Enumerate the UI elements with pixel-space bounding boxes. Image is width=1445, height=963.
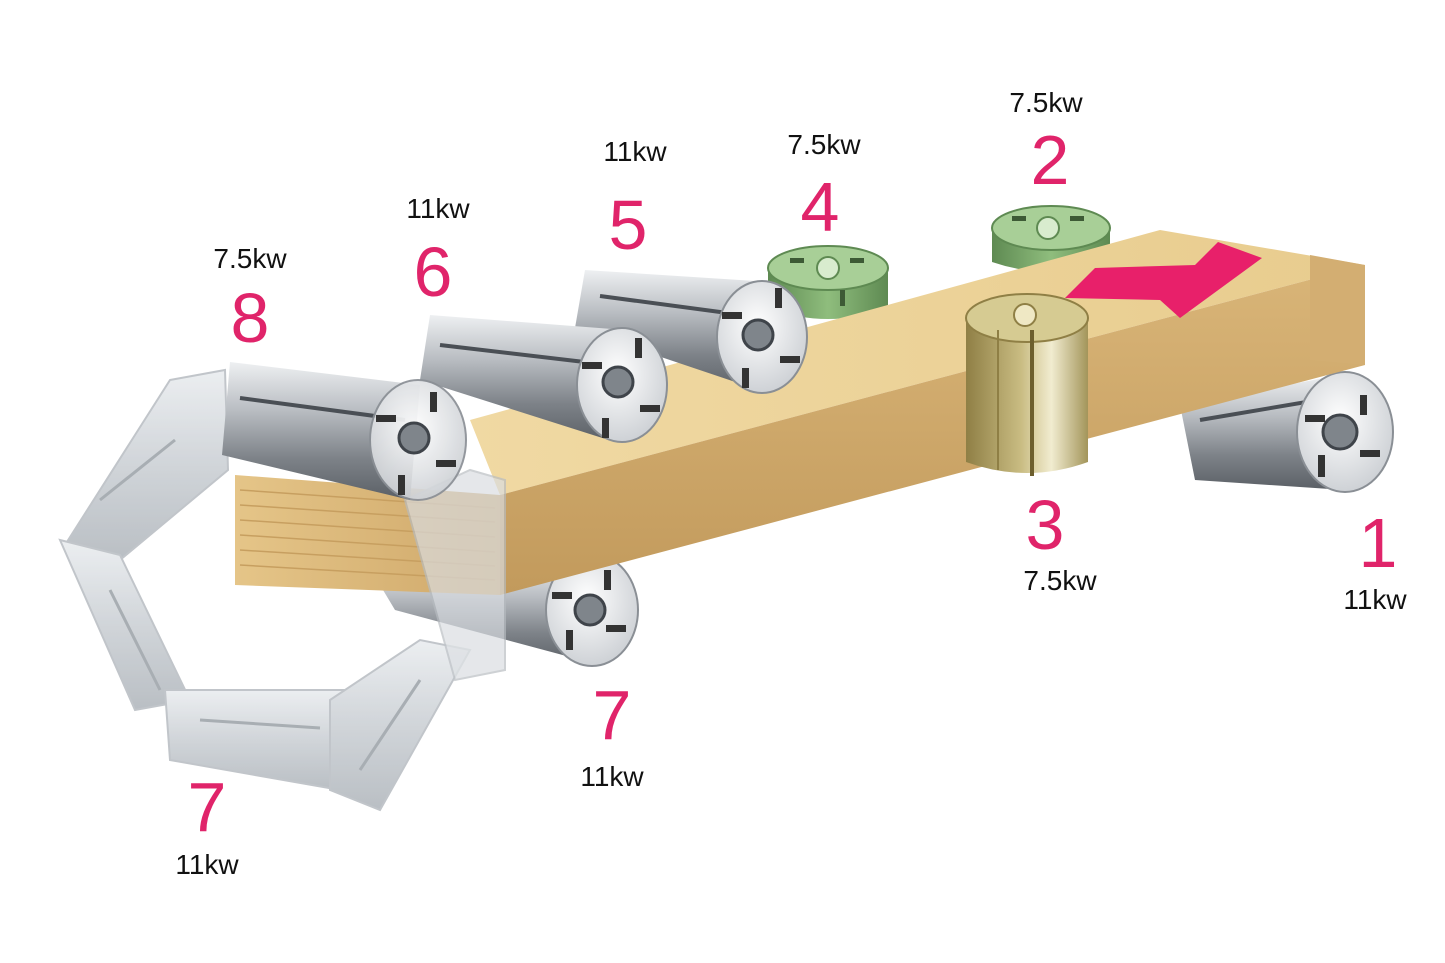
- spindle-1-power: 11kw: [1343, 584, 1407, 615]
- spindle-7-universal-power: 11kw: [175, 849, 239, 880]
- cutter-spindle-7-universal: [58, 368, 506, 812]
- spindle-3-power: 7.5kw: [1023, 565, 1097, 596]
- spindle-4-number: 4: [800, 168, 840, 246]
- cutter-spindle-1: [1180, 371, 1394, 493]
- spindle-4-power: 7.5kw: [787, 129, 861, 160]
- feed-direction-arrow: [1065, 242, 1262, 318]
- spindle-8-power: 7.5kw: [213, 243, 287, 274]
- cutter-spindle-6: [420, 315, 668, 443]
- spindle-5-power: 11kw: [603, 136, 667, 167]
- spindle-1-number: 1: [1358, 504, 1398, 582]
- spindle-6-number: 6: [413, 233, 453, 311]
- spindle-8-number: 8: [230, 279, 270, 357]
- cutter-spindle-5: [575, 270, 808, 394]
- spindle-3-number: 3: [1025, 486, 1065, 564]
- spindle-5-number: 5: [608, 186, 648, 264]
- spindle-7-universal-number: 7: [187, 768, 227, 846]
- spindle-7-bottom-power: 11kw: [580, 761, 644, 792]
- spindle-2-power: 7.5kw: [1009, 87, 1083, 118]
- cutter-spindle-8: [222, 362, 467, 501]
- spindle-6-power: 11kw: [406, 193, 470, 224]
- spindle-2-number: 2: [1030, 121, 1070, 199]
- spindle-7-bottom-number: 7: [592, 676, 632, 754]
- cutter-spindle-3: [965, 293, 1089, 476]
